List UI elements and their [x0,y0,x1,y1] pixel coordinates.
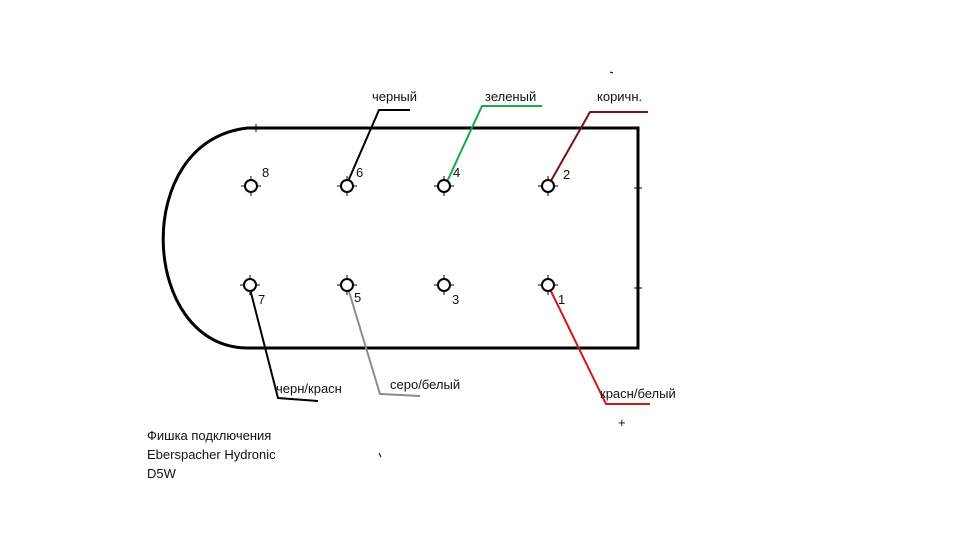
wire-pin-6 [345,109,410,187]
wire-pin-5 [346,284,421,397]
pin-number-2: 2 [563,167,570,182]
wire-pin-1 [547,284,650,405]
wire-pin-2 [547,111,648,187]
wire-label-green: зеленый [485,89,536,104]
outline-tick [609,71,614,74]
pin-2 [538,176,558,196]
outline-tick [378,452,382,458]
wire-label-brown: коричн. [597,89,642,104]
pin-8 [241,176,261,196]
connector-outline [161,126,640,350]
pin-5 [337,275,357,295]
pin-number-6: 6 [356,165,363,180]
caption-line-3: D5W [147,466,176,481]
caption-line-2: Eberspacher Hydronic [147,447,276,462]
wire-label-red-white: красн/белый [600,386,676,401]
pin-number-4: 4 [453,165,460,180]
pin-6 [337,176,357,196]
pin-4 [434,176,454,196]
pin-number-5: 5 [354,290,361,305]
wire-label-black-red: черн/красн [276,381,342,396]
pin-number-3: 3 [452,292,459,307]
pin-number-1: 1 [558,292,565,307]
pin-3 [434,275,454,295]
wire-label-grey-white: серо/белый [390,377,460,392]
pin-7 [240,275,260,295]
pin-number-7: 7 [258,292,265,307]
pin-1 [538,275,558,295]
pin-number-8: 8 [262,165,269,180]
diagram-caption: Фишка подключения Eberspacher Hydronic D… [147,426,276,483]
caption-line-1: Фишка подключения [147,428,272,443]
wire-pin-4 [444,105,542,187]
wire-label-black: черный [372,89,417,104]
wire-pin-7 [248,284,319,402]
plus-sign: + [618,415,626,430]
